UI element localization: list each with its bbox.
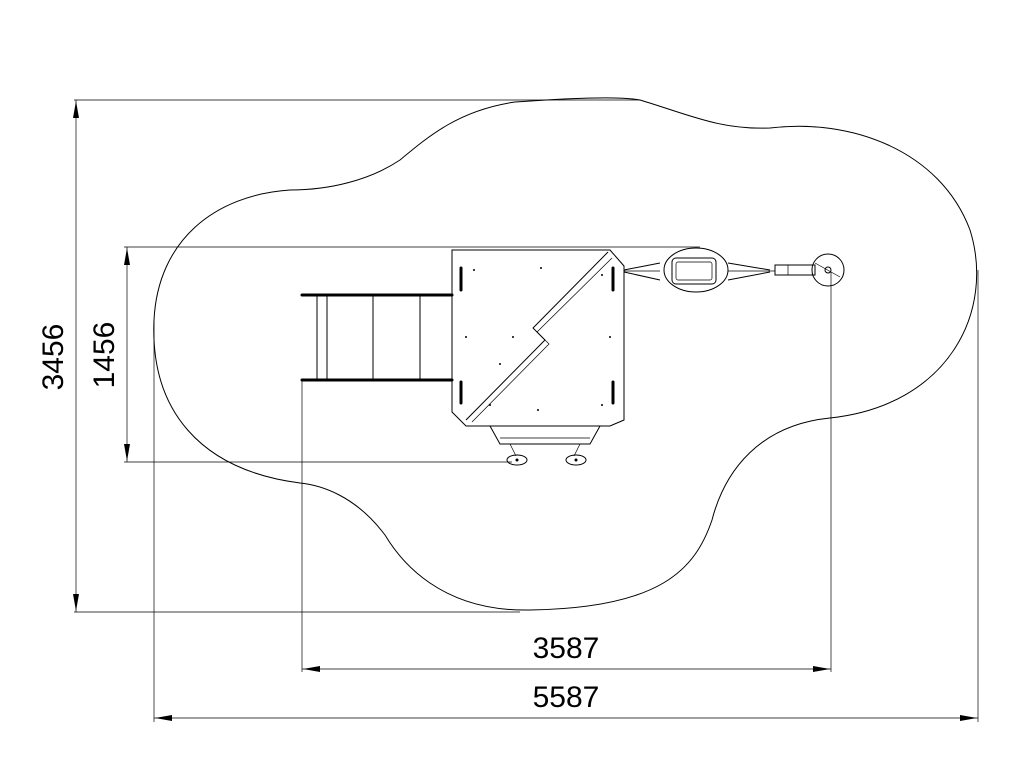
dimension-overall-width: 5587 — [153, 270, 979, 722]
dimension-label-structure-height: 1456 — [88, 322, 121, 389]
dimension-structure-height: 1456 — [88, 246, 700, 463]
platform — [451, 249, 625, 427]
wheel-cart — [489, 425, 601, 466]
dimension-label-overall-width: 5587 — [533, 681, 600, 714]
dimension-label-overall-height: 3456 — [37, 324, 70, 391]
safety-zone-outline — [153, 97, 978, 611]
dimension-overall-height: 3456 — [37, 99, 640, 613]
swing-assembly — [623, 247, 845, 293]
dimension-label-structure-width: 3587 — [533, 632, 600, 665]
ladder — [300, 293, 454, 382]
dimension-structure-width: 3587 — [301, 272, 832, 672]
